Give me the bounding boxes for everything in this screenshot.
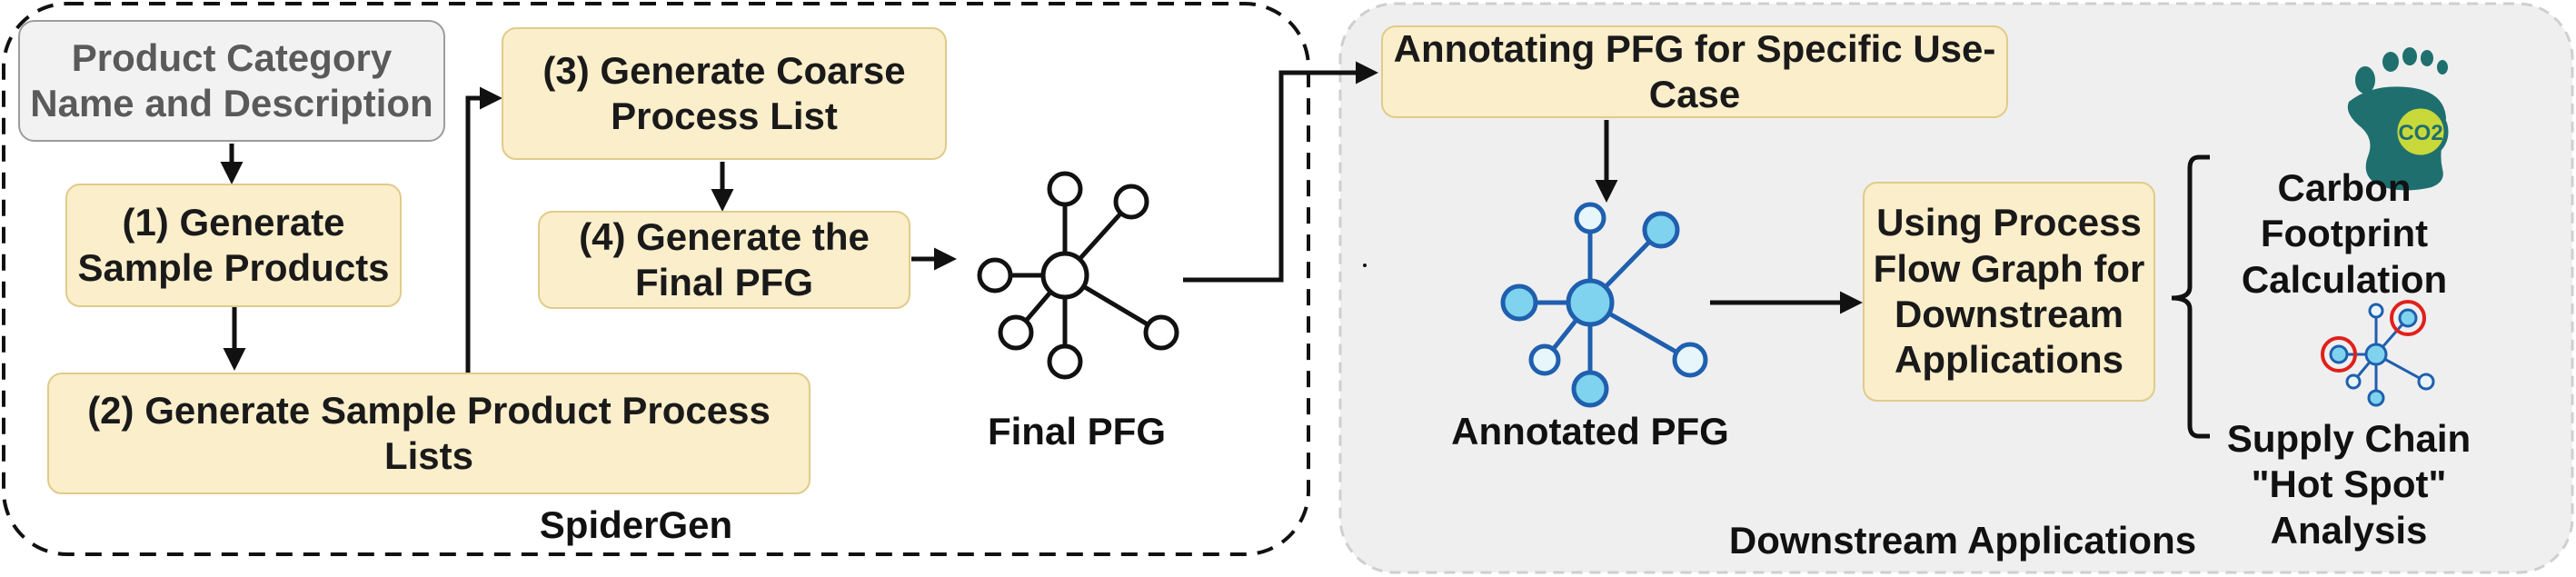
annotating-box: Annotating PFG for Specific Use-Case [1381,25,2008,118]
step4-label: (4) Generate the Final PFG [579,214,870,303]
step2-box: (2) Generate Sample Product Process List… [47,373,811,494]
using-pfg-label: Using Process Flow Graph for Downstream … [1873,201,2145,382]
final-pfg-node [1047,343,1083,380]
downstream-group-label: Downstream Applications [1728,519,2197,562]
using-pfg-box: Using Process Flow Graph for Downstream … [1863,182,2155,402]
product-category-box: Product Category Name and Description [18,20,445,142]
final-pfg-node [977,257,1013,293]
step3-label: (3) Generate Coarse Process List [542,48,906,137]
final-pfg-node [1047,171,1083,207]
final-pfg-node [1143,314,1179,351]
annotating-label: Annotating PFG for Specific Use-Case [1393,26,1996,115]
step1-box: (1) Generate Sample Products [65,184,402,307]
annotated-pfg-label: Annotated PFG [1451,410,1729,453]
annotated-pfg-center-node [1566,278,1615,327]
annotated-pfg-node [1642,211,1680,249]
bracket-brace [2171,154,2210,439]
spidergen-frame [2,2,1310,556]
arrow-final-to-annotating [1183,61,1378,283]
annotated-pfg-node [1528,343,1561,376]
annotated-pfg-node [1571,370,1609,408]
spidergen-group-label: SpiderGen [539,503,733,546]
final-pfg-node [1113,184,1149,220]
arrow-step2-to-step3 [465,86,502,373]
step3-box: (3) Generate Coarse Process List [502,27,947,160]
supply-chain-label: Supply Chain "Hot Spot" Analysis [2226,417,2472,552]
carbon-footprint-label: Carbon Footprint Calculation [2241,166,2448,301]
dot-mark [1363,264,1367,267]
final-pfg-node [998,314,1034,351]
annotated-pfg-node [1500,284,1538,322]
annotated-pfg-node [1574,202,1606,234]
final-pfg-label: Final PFG [987,410,1166,453]
supply-chain-hotspot-icon [2321,300,2435,407]
step1-label: (1) Generate Sample Products [77,200,390,289]
product-category-label: Product Category Name and Description [30,35,433,124]
co2-label: CO2 [2398,121,2442,145]
step2-label: (2) Generate Sample Product Process List… [87,388,771,477]
final-pfg-center-node [1040,251,1089,300]
footprint-co2-icon: CO2 [2347,47,2449,191]
annotated-pfg-node [1672,342,1708,378]
step4-box: (4) Generate the Final PFG [538,211,910,309]
